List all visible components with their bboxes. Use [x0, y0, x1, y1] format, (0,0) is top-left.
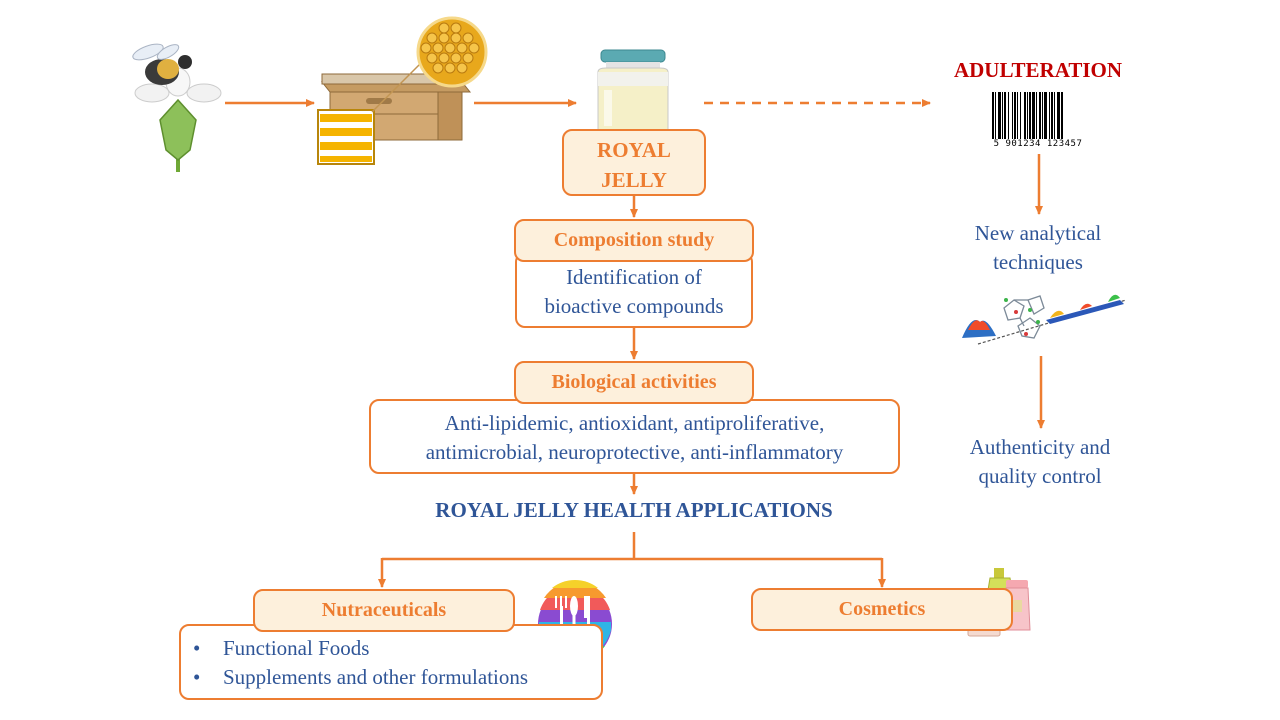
royal-jelly-line2: JELLY: [601, 168, 667, 192]
arrow-applications-split: [382, 532, 882, 561]
barcode-digits: 5 901234 123457: [993, 139, 1083, 149]
bee-on-flower-icon: [132, 43, 222, 172]
list-item: Supplements and other formulations: [179, 663, 603, 692]
biological-header: Biological activities: [514, 361, 754, 404]
list-item: Functional Foods: [179, 634, 603, 663]
analytical-text: New analytical techniques: [928, 219, 1148, 277]
composition-header: Composition study: [514, 219, 754, 262]
royal-jelly-box: ROYAL JELLY: [562, 129, 706, 196]
biological-content-box: [369, 399, 900, 474]
authenticity-line2: quality control: [978, 464, 1102, 488]
composition-content-box: [515, 252, 753, 328]
composition-content: Identification of bioactive compounds: [515, 263, 753, 321]
biological-content: Anti-lipidemic, antioxidant, antiprolife…: [369, 409, 900, 467]
composition-line1: Identification of: [566, 265, 702, 289]
beehive-icon: [317, 63, 472, 165]
composition-line2: bioactive compounds: [544, 294, 724, 318]
analytical-line2: techniques: [993, 250, 1083, 274]
applications-title: ROYAL JELLY HEALTH APPLICATIONS: [435, 498, 833, 522]
analytical-line1: New analytical: [974, 221, 1102, 245]
royal-jelly-line1: ROYAL: [597, 138, 671, 162]
honeycomb-icon: [416, 16, 488, 88]
biological-line1: Anti-lipidemic, antioxidant, antiprolife…: [444, 411, 825, 435]
barcode-icon: [992, 92, 1063, 139]
spectroscopy-icon: [962, 294, 1127, 345]
nutraceuticals-header: Nutraceuticals: [253, 589, 515, 632]
cosmetics-box: Cosmetics: [751, 588, 1013, 631]
biological-line2: antimicrobial, neuroprotective, anti-inf…: [425, 440, 844, 464]
authenticity-line1: Authenticity and: [969, 435, 1111, 459]
nutraceuticals-list: Functional Foods Supplements and other f…: [179, 634, 603, 692]
jar-icon: [597, 49, 669, 133]
authenticity-text: Authenticity and quality control: [920, 433, 1160, 491]
adulteration-title: ADULTERATION: [953, 58, 1123, 82]
